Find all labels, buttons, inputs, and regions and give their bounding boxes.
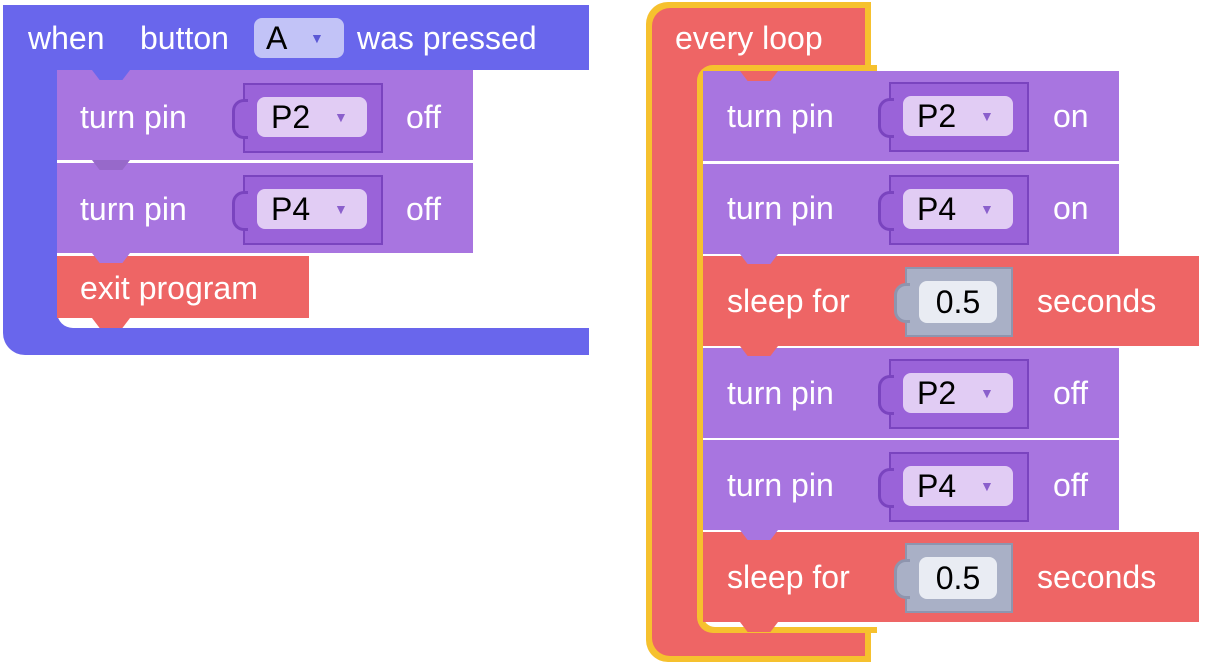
block-connector <box>740 346 778 356</box>
exit-program-block[interactable] <box>57 256 309 318</box>
pin-dropdown-slot: P2 ▼ <box>878 82 1029 152</box>
sleep-for-label: sleep for <box>727 283 850 319</box>
pin-select-value: P4 <box>917 468 957 504</box>
pin-select-dropdown[interactable]: P2 ▼ <box>903 373 1013 413</box>
pin-dropdown-slot: P4 ▼ <box>878 452 1029 522</box>
sleep-seconds-input[interactable]: 0.5 <box>919 557 997 599</box>
pin-dropdown-slot: P4 ▼ <box>232 175 383 245</box>
pin-state-label[interactable]: off <box>406 191 441 227</box>
block-connector <box>740 71 778 81</box>
turn-pin-label: turn pin <box>727 98 834 134</box>
block-connector <box>740 254 778 264</box>
pin-state-label[interactable]: off <box>1053 375 1088 411</box>
turn-pin-label: turn pin <box>727 190 834 226</box>
triangle-down-icon: ▼ <box>334 109 348 125</box>
sleep-seconds-input[interactable]: 0.5 <box>919 281 997 323</box>
pin-select-value: P2 <box>271 99 311 135</box>
triangle-down-icon: ▼ <box>980 108 994 124</box>
block-connector <box>92 253 130 263</box>
pin-dropdown-slot: P2 ▼ <box>232 83 383 153</box>
block-connector <box>92 70 130 80</box>
turn-pin-label: turn pin <box>80 191 187 227</box>
pin-select-dropdown[interactable]: P4 ▼ <box>903 466 1013 506</box>
event-was-pressed-label: was pressed <box>357 20 537 56</box>
triangle-down-icon: ▼ <box>334 201 348 217</box>
turn-pin-label: turn pin <box>727 467 834 503</box>
pin-select-dropdown[interactable]: P2 ▼ <box>257 97 367 137</box>
pin-dropdown-slot: P4 ▼ <box>878 175 1029 245</box>
pin-state-label[interactable]: on <box>1053 190 1089 226</box>
pin-select-value: P4 <box>917 191 957 227</box>
number-slot: 0.5 <box>894 267 1013 337</box>
triangle-down-icon: ▼ <box>980 478 994 494</box>
pin-select-dropdown[interactable]: P4 ▼ <box>903 189 1013 229</box>
pin-select-dropdown[interactable]: P4 ▼ <box>257 189 367 229</box>
triangle-down-icon: ▼ <box>310 30 324 46</box>
pin-select-value: P2 <box>917 98 957 134</box>
seconds-label: seconds <box>1037 559 1157 595</box>
turn-pin-label: turn pin <box>727 375 834 411</box>
pin-select-value: P4 <box>271 191 311 227</box>
event-button-label: button <box>140 20 229 56</box>
button-select-value: A <box>266 20 288 56</box>
pin-state-label[interactable]: off <box>406 99 441 135</box>
block-connector <box>740 622 778 632</box>
pin-dropdown-slot: P2 ▼ <box>878 359 1029 429</box>
pin-select-dropdown[interactable]: P2 ▼ <box>903 96 1013 136</box>
every-loop-label: every loop <box>675 20 823 56</box>
exit-program-label: exit program <box>80 270 258 306</box>
triangle-down-icon: ▼ <box>980 385 994 401</box>
block-connector <box>92 160 130 170</box>
pin-state-label[interactable]: off <box>1053 467 1088 503</box>
seconds-label: seconds <box>1037 283 1157 319</box>
block-connector <box>740 530 778 540</box>
triangle-down-icon: ▼ <box>980 201 994 217</box>
number-slot: 0.5 <box>894 543 1013 613</box>
block-connector <box>92 318 130 328</box>
button-select-dropdown[interactable]: A ▼ <box>254 18 344 58</box>
sleep-for-label: sleep for <box>727 559 850 595</box>
pin-select-value: P2 <box>917 375 957 411</box>
turn-pin-label: turn pin <box>80 99 187 135</box>
event-when-label: when <box>28 20 105 56</box>
pin-state-label[interactable]: on <box>1053 98 1089 134</box>
